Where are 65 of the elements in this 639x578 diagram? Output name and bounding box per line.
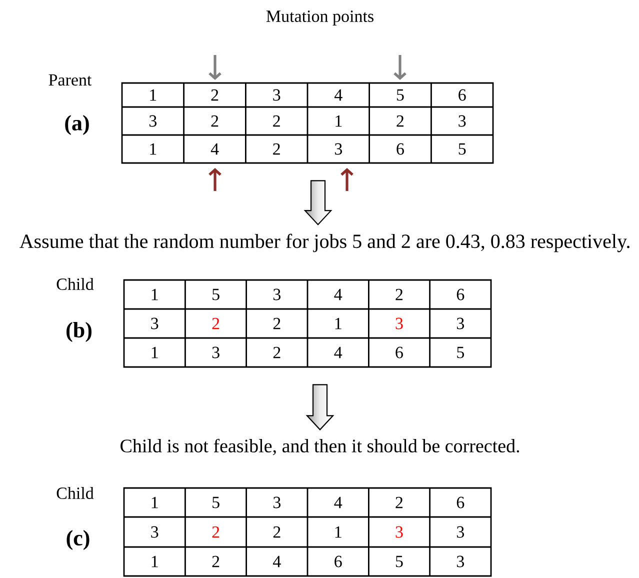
sentence: Assume that the random number for jobs 5 and 2 are 0.43, 0.83 respectively. <box>20 234 630 252</box>
row-label: Child <box>56 278 94 290</box>
table-cell: 3 <box>458 115 466 127</box>
table-cell: 3 <box>212 346 220 358</box>
table-cell: 1 <box>336 115 342 127</box>
block-arrow <box>304 180 332 226</box>
table-cell: 6 <box>396 346 403 358</box>
table-cell: 1 <box>335 526 342 538</box>
table-cell: 2 <box>273 318 280 330</box>
table-cell: 3 <box>456 526 464 538</box>
table-cell: 4 <box>334 288 342 300</box>
table-cell: 3 <box>151 526 158 538</box>
table-cell: 2 <box>396 115 404 127</box>
table-cell: 6 <box>334 556 342 568</box>
table-cell: 2 <box>396 288 403 300</box>
table-cell: 6 <box>456 288 464 300</box>
panel-label: (a) <box>65 115 89 135</box>
row-label: Child <box>56 487 94 499</box>
table-cell: 2 <box>212 556 220 568</box>
heading: Mutation points <box>266 10 374 26</box>
table-cell: 4 <box>334 89 342 101</box>
row-label: Parent <box>48 74 92 86</box>
table-cell: 1 <box>152 496 158 508</box>
table-cell: 3 <box>334 143 342 155</box>
table-cell: 3 <box>396 526 403 538</box>
table-cell: 5 <box>212 288 220 300</box>
table-cell: 2 <box>273 115 280 127</box>
table-cell: 1 <box>152 288 158 300</box>
sentence: Child is not feasible, and then it should be corrected. <box>120 438 520 456</box>
table-cell: 1 <box>152 556 158 568</box>
panel-label: (b) <box>66 322 92 342</box>
table-cell: 5 <box>457 346 464 358</box>
table-cell: 1 <box>152 346 158 358</box>
panel-label: (c) <box>66 530 90 550</box>
table-cell: 2 <box>212 318 220 330</box>
table-cell: 3 <box>149 115 156 127</box>
table-cell: 1 <box>335 318 342 330</box>
table-cell: 6 <box>456 496 464 508</box>
table-cell: 3 <box>273 89 280 101</box>
table-cell: 1 <box>150 143 156 155</box>
table-cell: 6 <box>396 143 404 155</box>
table-cell: 2 <box>273 526 280 538</box>
table-cell: 5 <box>396 556 403 568</box>
table-cell: 2 <box>212 526 220 538</box>
table-cell: 5 <box>212 496 220 508</box>
table-cell: 4 <box>334 496 342 508</box>
table-cell: 3 <box>273 288 280 300</box>
table-cell: 2 <box>273 143 280 155</box>
table-cell: 2 <box>273 346 280 358</box>
table-cell: 1 <box>150 89 156 101</box>
table-cell: 3 <box>456 318 464 330</box>
table-cell: 2 <box>211 89 218 101</box>
table-cell: 3 <box>456 556 464 568</box>
table-cell: 4 <box>210 143 219 155</box>
table-cell: 2 <box>211 115 218 127</box>
table-cell: 5 <box>458 143 466 155</box>
table-cell: 4 <box>272 556 281 568</box>
block-arrow <box>306 384 334 430</box>
table-cell: 4 <box>334 346 342 358</box>
table-cell: 2 <box>396 496 403 508</box>
table-cell: 3 <box>151 318 158 330</box>
table-cell: 6 <box>458 89 466 101</box>
table-cell: 5 <box>396 89 404 101</box>
table-cell: 3 <box>396 318 403 330</box>
table-cell: 3 <box>273 496 280 508</box>
